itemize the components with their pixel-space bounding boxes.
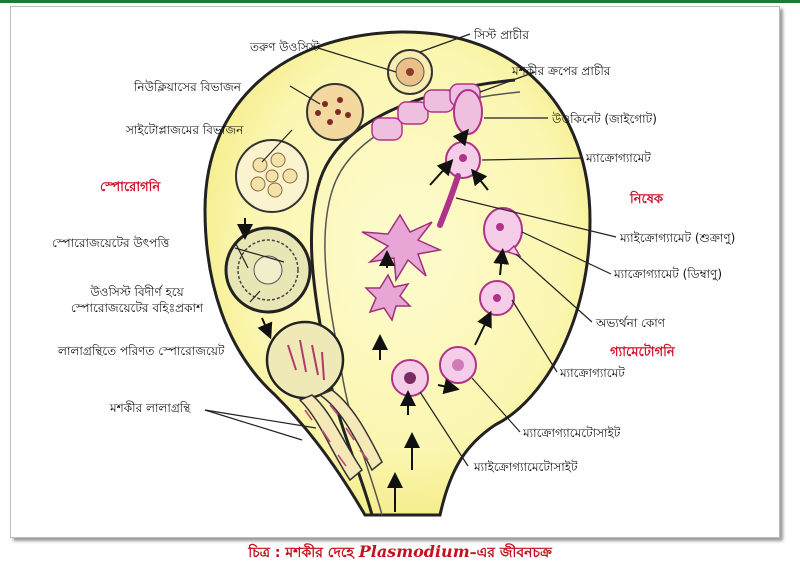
- label-mosquito-crop-wall: মশকীর ক্রপের প্রাচীর: [512, 64, 611, 78]
- label-microgamete: ম্যাইক্রোগ্যামেট (শুক্রাণু): [620, 231, 736, 245]
- label-salivary-sporozoite: লালাগ্রন্থিতে পরিণত স্পোরোজয়েট: [58, 344, 225, 358]
- label-nuclear-division: নিউক্লিয়াসের বিভাজন: [134, 80, 241, 94]
- microgametocyte-exflagellation: [361, 213, 443, 283]
- figure-caption: চিত্র : মশকীর দেহে Plasmodium–এর জীবনচক্…: [0, 541, 800, 565]
- phase-gametogony: গ্যামেটোগনি: [610, 345, 675, 360]
- microgametocyte-rosette: [364, 273, 412, 322]
- label-young-oocyst: তরুণ উওসিস্ট: [250, 40, 320, 54]
- caption-organism: Plasmodium: [358, 542, 470, 561]
- label-mosquito-salivary-gland: মশকীর লালাগ্রন্থি: [110, 401, 191, 415]
- label-oocyst-burst-line2: স্পোরোজয়েটের বহিঃপ্রকাশ: [70, 301, 204, 315]
- phase-fertilization: নিষেক: [630, 192, 663, 207]
- label-oocyst-burst-line1: উওসিস্ট বিদীর্ণ হয়ে: [90, 285, 184, 299]
- label-macrogametocyte: ম্যাক্রোগ্যামেটোসাইট: [523, 426, 621, 440]
- top-border-rule: [0, 0, 800, 3]
- caption-prefix: চিত্র : মশকীর দেহে: [248, 545, 359, 561]
- cycle-arrows: [237, 128, 510, 512]
- salivary-gland-lobes: [298, 389, 383, 482]
- fertilizing-gamete: [437, 173, 461, 228]
- label-macrogamete-top: ম্যাক্রোগ্যামেট: [586, 151, 651, 165]
- label-ookinete: উওকিনেট (জাইগোট): [552, 112, 657, 126]
- label-macrogamete-ovum: ম্যাক্রোগ্যামেট (ডিম্বাণু): [614, 267, 723, 281]
- leader-lines: [204, 33, 617, 467]
- label-cyst-wall: সিস্ট প্রাচীর: [474, 28, 530, 42]
- label-cytoplasm-division: সাইটোপ্লাজমের বিভাজন: [126, 123, 244, 137]
- label-macrogamete-low: ম্যাক্রোগ্যামেট: [560, 366, 625, 380]
- oocyst-bursting: [265, 320, 345, 400]
- macrogamete-ovum-cell: [483, 207, 523, 253]
- ookinete-cell: [453, 89, 483, 135]
- label-reception-cone: অভ্যর্থনা কোণ: [596, 316, 666, 330]
- phase-sporogony: স্পোরোগনি: [100, 180, 161, 195]
- label-sporozoite-origin: স্পোরোজয়েটের উৎপত্তি: [52, 236, 170, 250]
- caption-suffix: –এর জীবনচক্র: [469, 545, 552, 561]
- label-microgametocyte: ম্যাইক্রোগ্যামেটোসাইট: [474, 460, 578, 474]
